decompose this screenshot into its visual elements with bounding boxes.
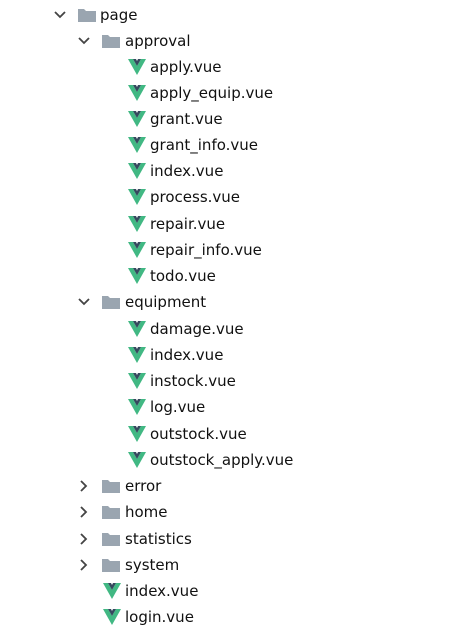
tree-file[interactable]: login.vue: [0, 604, 458, 630]
tree-file[interactable]: outstock.vue: [0, 421, 458, 447]
file-label: todo.vue: [150, 267, 216, 285]
tree-file[interactable]: todo.vue: [0, 263, 458, 289]
file-label: grant_info.vue: [150, 136, 259, 154]
tree-file[interactable]: instock.vue: [0, 368, 458, 394]
chevron-down-icon[interactable]: [53, 8, 67, 22]
vue-file-icon: [128, 59, 146, 75]
vue-file-icon: [128, 216, 146, 232]
tree-file[interactable]: index.vue: [0, 342, 458, 368]
folder-icon: [102, 480, 120, 493]
file-label: outstock.vue: [150, 425, 247, 443]
vue-file-icon: [128, 452, 146, 468]
folder-icon: [102, 559, 120, 572]
vue-file-icon: [128, 85, 146, 101]
tree-file[interactable]: apply.vue: [0, 54, 458, 80]
folder-label: system: [125, 556, 180, 574]
tree-file[interactable]: damage.vue: [0, 316, 458, 342]
tree-file[interactable]: repair.vue: [0, 211, 458, 237]
chevron-right-icon[interactable]: [77, 505, 91, 519]
tree-file[interactable]: grant.vue: [0, 106, 458, 132]
file-label: login.vue: [125, 608, 194, 626]
folder-label: error: [125, 477, 162, 495]
tree-file[interactable]: log.vue: [0, 394, 458, 420]
chevron-right-icon[interactable]: [77, 558, 91, 572]
folder-label: page: [100, 6, 138, 24]
file-label: index.vue: [150, 162, 224, 180]
vue-file-icon: [128, 111, 146, 127]
tree-folder-equipment[interactable]: equipment: [0, 289, 458, 315]
file-label: damage.vue: [150, 320, 244, 338]
folder-label: equipment: [125, 293, 207, 311]
file-label: repair_info.vue: [150, 241, 262, 259]
vue-file-icon: [103, 583, 121, 599]
vue-file-icon: [128, 347, 146, 363]
vue-file-icon: [128, 321, 146, 337]
folder-label: home: [125, 503, 168, 521]
vue-file-icon: [128, 242, 146, 258]
file-label: index.vue: [150, 346, 224, 364]
vue-file-icon: [128, 426, 146, 442]
tree-folder-statistics[interactable]: statistics: [0, 526, 458, 552]
file-label: grant.vue: [150, 110, 223, 128]
file-label: index.vue: [125, 582, 199, 600]
folder-label: approval: [125, 32, 191, 50]
tree-folder-error[interactable]: error: [0, 473, 458, 499]
tree-file[interactable]: grant_info.vue: [0, 132, 458, 158]
tree-file[interactable]: apply_equip.vue: [0, 80, 458, 106]
chevron-right-icon[interactable]: [77, 479, 91, 493]
tree-file[interactable]: process.vue: [0, 184, 458, 210]
vue-file-icon: [103, 609, 121, 625]
chevron-down-icon[interactable]: [77, 295, 91, 309]
vue-file-icon: [128, 268, 146, 284]
vue-file-icon: [128, 399, 146, 415]
vue-file-icon: [128, 373, 146, 389]
tree-file[interactable]: repair_info.vue: [0, 237, 458, 263]
file-label: instock.vue: [150, 372, 236, 390]
tree-file[interactable]: index.vue: [0, 158, 458, 184]
chevron-down-icon[interactable]: [77, 34, 91, 48]
file-label: log.vue: [150, 398, 206, 416]
tree-folder-system[interactable]: system: [0, 552, 458, 578]
chevron-right-icon[interactable]: [77, 532, 91, 546]
vue-file-icon: [128, 137, 146, 153]
file-label: process.vue: [150, 188, 241, 206]
folder-label: statistics: [125, 530, 192, 548]
folder-icon: [102, 533, 120, 546]
tree-file[interactable]: index.vue: [0, 578, 458, 604]
file-label: outstock_apply.vue: [150, 451, 294, 469]
tree-folder-page[interactable]: page: [0, 2, 458, 28]
tree-folder-approval[interactable]: approval: [0, 28, 458, 54]
folder-icon: [102, 35, 120, 48]
file-label: apply.vue: [150, 58, 222, 76]
folder-icon: [102, 506, 120, 519]
folder-icon: [102, 296, 120, 309]
vue-file-icon: [128, 189, 146, 205]
tree-folder-home[interactable]: home: [0, 499, 458, 525]
tree-file[interactable]: outstock_apply.vue: [0, 447, 458, 473]
vue-file-icon: [128, 163, 146, 179]
file-label: repair.vue: [150, 215, 226, 233]
folder-icon: [78, 9, 96, 22]
file-label: apply_equip.vue: [150, 84, 274, 102]
